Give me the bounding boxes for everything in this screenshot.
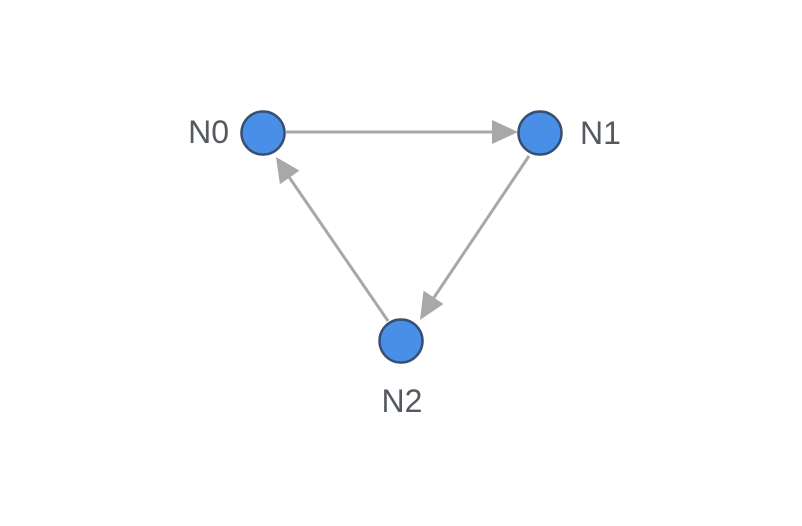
node-n1-circle[interactable] [517,110,563,156]
node-n2-label: N2 [382,383,423,419]
edge-line [287,176,390,322]
node-n2-circle[interactable] [378,318,424,364]
arrowhead-icon [492,120,518,144]
node-n0[interactable]: N0 [188,110,286,156]
arrowhead-icon [420,290,444,320]
node-n1-label: N1 [580,115,621,151]
edge-line [431,155,531,300]
node-n0-circle[interactable] [240,110,286,156]
node-n1[interactable]: N1 [517,110,621,156]
arrowhead-icon [276,157,300,185]
edge-n2-n0 [276,157,390,322]
edge-n1-n2 [420,155,531,320]
node-n2[interactable]: N2 [378,318,424,420]
node-n0-label: N0 [188,114,229,150]
edge-n0-n1 [286,120,518,144]
